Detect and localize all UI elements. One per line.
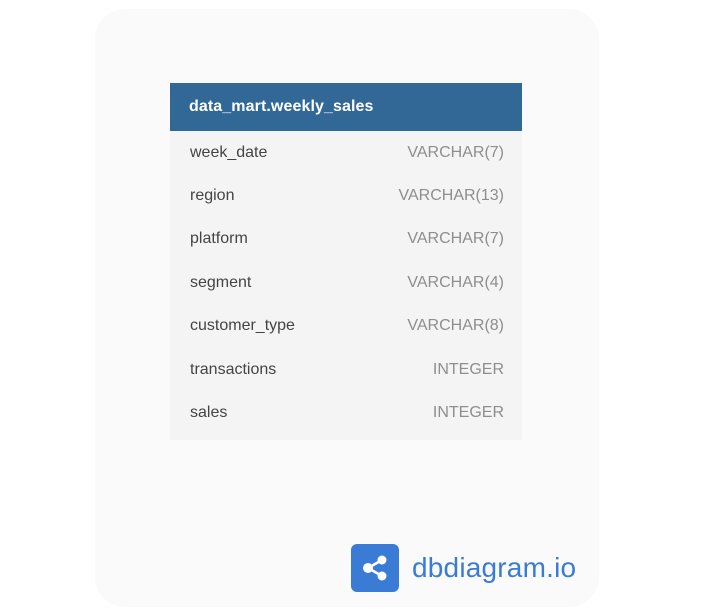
column-name: week_date <box>190 143 268 161</box>
column-name: customer_type <box>190 317 295 335</box>
column-type: VARCHAR(7) <box>407 230 504 248</box>
column-type: VARCHAR(8) <box>407 317 504 335</box>
column-type: INTEGER <box>432 404 504 422</box>
table-header[interactable]: data_mart.weekly_sales <box>170 83 522 131</box>
column-type: VARCHAR(7) <box>407 143 504 161</box>
column-name: region <box>190 187 235 205</box>
column-type: INTEGER <box>432 360 504 378</box>
column-type: VARCHAR(4) <box>407 273 504 291</box>
column-row-customer-type[interactable]: customer_type VARCHAR(8) <box>170 305 522 348</box>
column-name: platform <box>190 230 248 248</box>
column-row-region[interactable]: region VARCHAR(13) <box>170 174 522 217</box>
column-type: VARCHAR(13) <box>398 187 505 205</box>
column-name: sales <box>190 404 228 422</box>
dbdiagram-logo[interactable]: dbdiagram.io <box>351 544 576 592</box>
table-name: data_mart.weekly_sales <box>189 98 374 115</box>
column-row-week-date[interactable]: week_date VARCHAR(7) <box>170 131 522 174</box>
column-name: segment <box>190 273 252 291</box>
column-row-sales[interactable]: sales INTEGER <box>170 391 522 434</box>
table-weekly-sales[interactable]: data_mart.weekly_sales week_date VARCHAR… <box>170 83 522 440</box>
brand-name: dbdiagram.io <box>412 552 577 583</box>
column-row-segment[interactable]: segment VARCHAR(4) <box>170 261 522 304</box>
column-list: week_date VARCHAR(7) region VARCHAR(13) … <box>170 131 522 440</box>
share-nodes-icon <box>351 544 399 592</box>
column-row-platform[interactable]: platform VARCHAR(7) <box>170 218 522 261</box>
column-row-transactions[interactable]: transactions INTEGER <box>170 348 522 391</box>
column-name: transactions <box>190 360 277 378</box>
